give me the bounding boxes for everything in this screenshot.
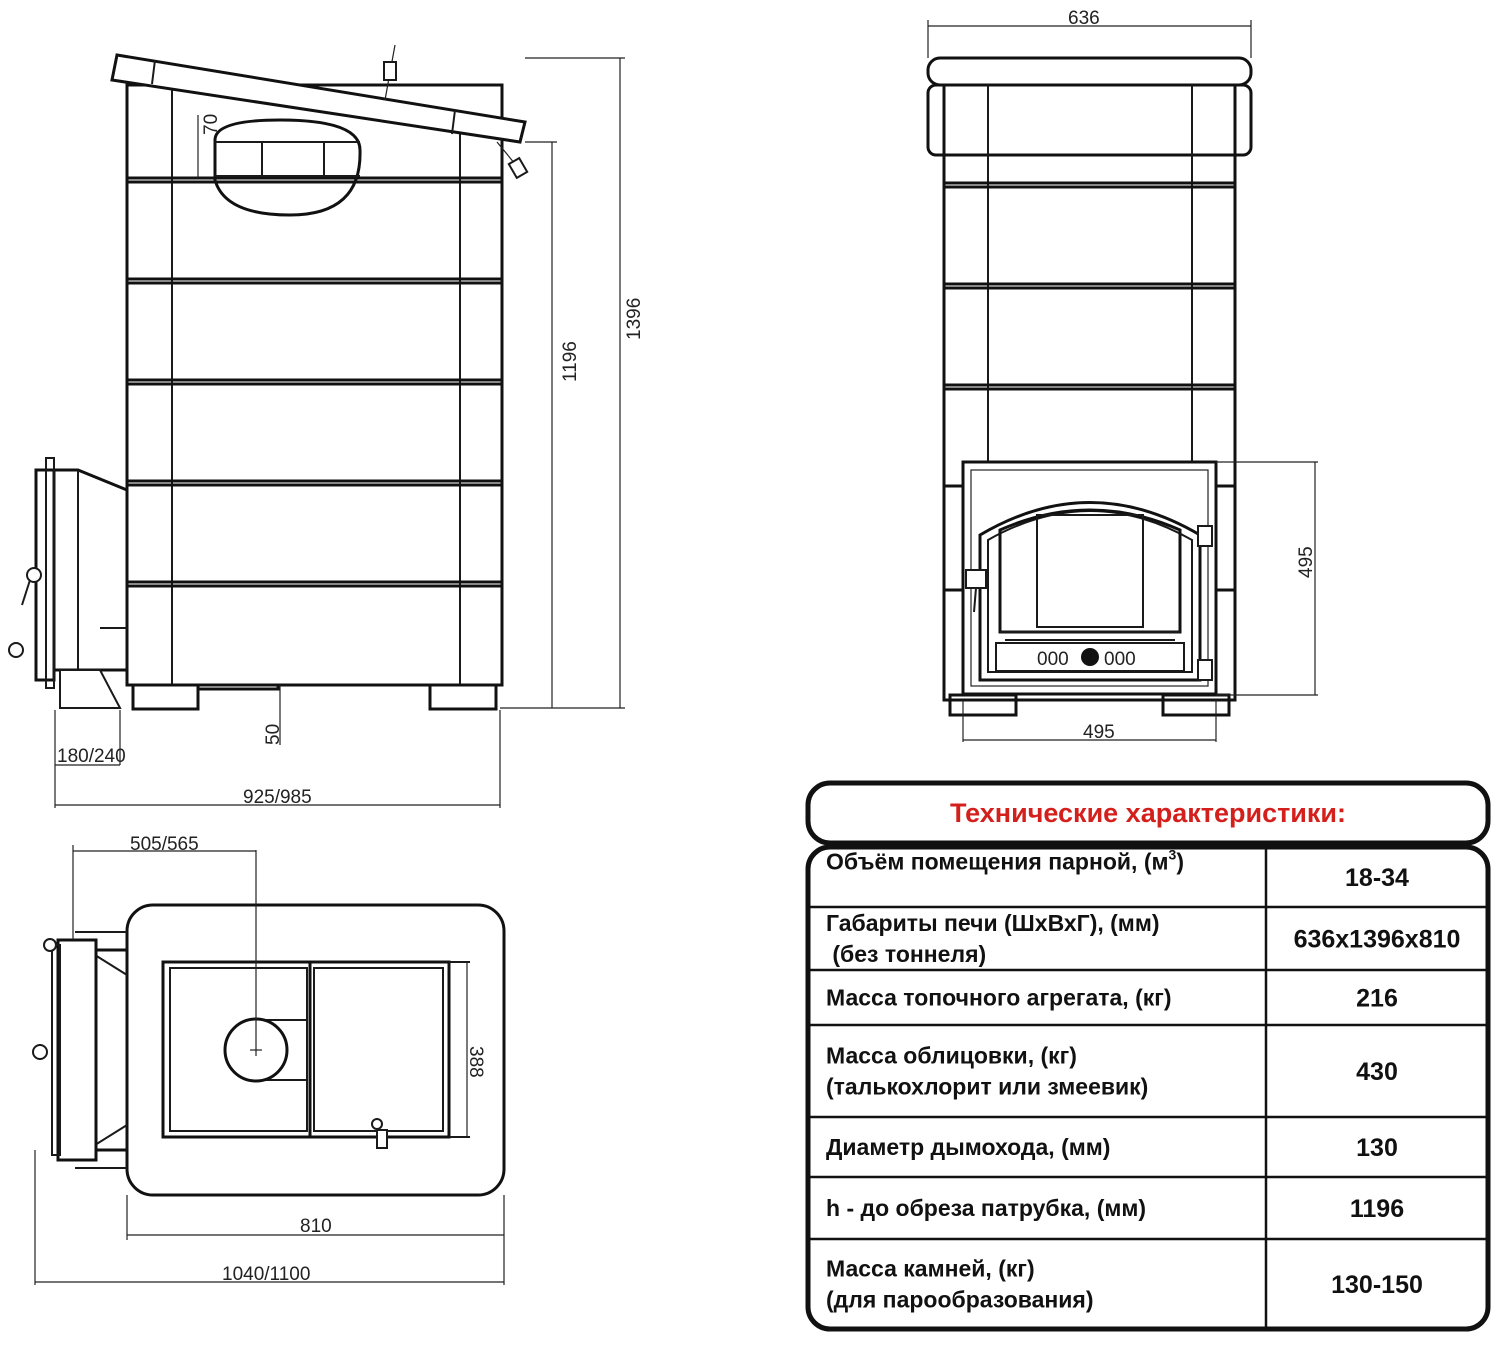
spec-row-label: Масса камней, (кг)(для парообразования) (826, 1256, 1094, 1313)
lid-handle-icon (383, 61, 397, 81)
spec-row-label: Масса топочного агрегата, (кг) (826, 985, 1172, 1011)
spec-row-value: 430 (1356, 1058, 1398, 1086)
plan-view: 505/565 388 810 1040/1100 (32, 834, 506, 1285)
spec-table: Технические характеристики: Объём помеще… (805, 780, 1491, 1332)
spec-row-value: 216 (1356, 985, 1398, 1013)
door-vents-left: 000 (1037, 649, 1069, 670)
plan-door (56, 938, 98, 1162)
side-stone-opening (213, 118, 362, 217)
spec-table-title: Технические характеристики: (950, 798, 1346, 828)
side-tunnel (50, 468, 129, 672)
spec-row-value: 1196 (1350, 1195, 1404, 1223)
spec-row-value: 130-150 (1331, 1271, 1423, 1299)
front-lid (926, 56, 1253, 87)
door-vents-right: 000 (1104, 649, 1136, 670)
spec-row-value: 130 (1356, 1134, 1398, 1162)
side-lid (110, 53, 527, 144)
spec-table-header (805, 780, 1491, 846)
spec-row-value: 636х1396х810 (1294, 926, 1461, 954)
spec-table-body (805, 844, 1491, 1332)
front-view: 000 000 636 495 495 (926, 8, 1318, 743)
dim-front-width: 636 (1068, 8, 1100, 29)
dim-front-door-height: 495 (1296, 546, 1317, 578)
plan-body-outline (125, 903, 506, 1197)
dim-side-top-offset: 70 (201, 114, 222, 135)
plan-door-knob-icon (32, 1044, 48, 1060)
spec-row-label: Диаметр дымохода, (мм) (826, 1134, 1110, 1160)
dim-side-tunnel: 180/240 (57, 746, 126, 767)
spec-row-label: Объём помещения парной, (м3) (826, 847, 1184, 875)
dim-plan-inner-width: 388 (465, 1046, 486, 1078)
plan-stone-box (161, 960, 451, 1139)
dim-side-total-depth: 925/985 (243, 787, 312, 808)
side-view: 1396 1196 70 50 180/240 925/985 (8, 44, 645, 808)
spec-row-label: h - до обреза патрубка, (мм) (826, 1195, 1146, 1221)
spec-rows: Объём помещения парной, (м3) 18-34Габарит… (810, 847, 1486, 1313)
fire-door[interactable] (978, 501, 1202, 682)
spec-row-value: 18-34 (1345, 864, 1409, 892)
dim-front-door-width: 495 (1083, 722, 1115, 743)
dim-side-pipe-height: 1196 (560, 341, 581, 382)
side-door-knob-icon (8, 642, 24, 658)
door-vent-knob-icon[interactable] (1081, 648, 1099, 666)
dim-side-total-height: 1396 (624, 298, 645, 340)
dim-side-leg-height: 50 (263, 724, 284, 745)
spec-row-label: Габариты печи (ШхВхГ), (мм) (без тоннеля… (826, 910, 1160, 967)
door-handle-icon[interactable] (965, 569, 987, 589)
plan-tunnel (93, 948, 129, 1152)
front-body-outline (942, 83, 1237, 702)
fire-door-glass (998, 508, 1182, 634)
dim-plan-pipe-offset: 505/565 (130, 834, 199, 855)
dim-plan-depth: 810 (300, 1216, 332, 1237)
spec-row-label: Масса облицовки, (кг)(талькохлорит или з… (826, 1043, 1148, 1100)
dim-plan-total-depth: 1040/1100 (222, 1264, 310, 1285)
